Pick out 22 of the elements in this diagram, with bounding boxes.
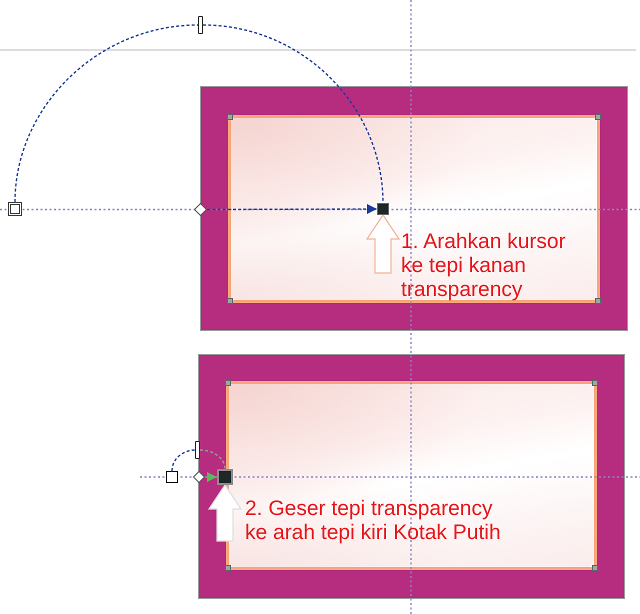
block-arrow bbox=[366, 214, 400, 274]
block-arrow bbox=[208, 484, 242, 542]
midpoint-handle bbox=[198, 16, 203, 34]
end-handle bbox=[217, 469, 233, 485]
transparency-fill-area bbox=[226, 381, 597, 570]
center-handle bbox=[193, 471, 205, 483]
dashed-arrow bbox=[205, 472, 217, 482]
dashed-connector bbox=[14, 24, 198, 202]
object-frame bbox=[198, 354, 625, 599]
midpoint-handle bbox=[195, 441, 200, 459]
object-frame bbox=[200, 86, 628, 331]
start-handle bbox=[166, 471, 178, 483]
transparency-fill-area bbox=[228, 115, 600, 303]
end-handle bbox=[377, 203, 389, 215]
dashed-arrow bbox=[207, 204, 377, 214]
center-handle bbox=[194, 203, 207, 216]
start-handle bbox=[8, 202, 22, 216]
dashed-connector bbox=[202, 24, 384, 204]
dashed-connector bbox=[171, 449, 196, 472]
instruction-text: 1. Arahkan kursor ke tepi kanan transparency bbox=[401, 230, 567, 302]
instruction-text: 2. Geser tepi transparency ke arah tepi kiri Kotak Putih bbox=[245, 497, 502, 545]
dashed-connector bbox=[200, 449, 226, 470]
